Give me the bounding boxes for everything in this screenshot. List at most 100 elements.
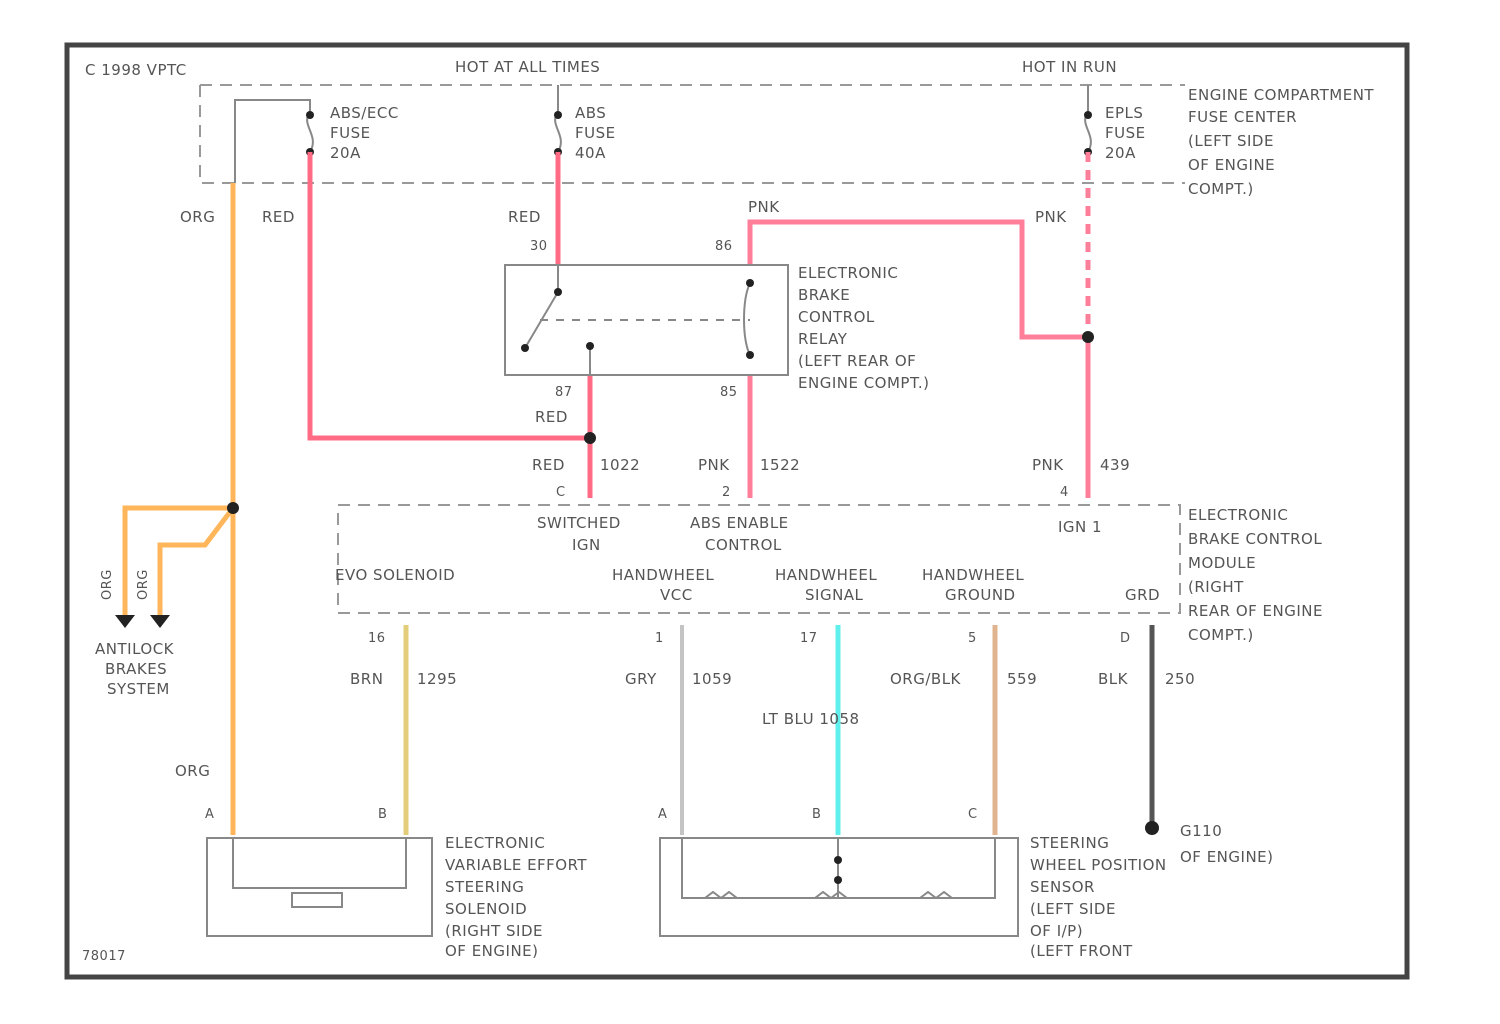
wire-label-red-4: RED [532, 456, 565, 474]
svg-text:(LEFT SIDE: (LEFT SIDE [1188, 132, 1274, 150]
wire-red-left [310, 152, 590, 438]
svg-text:ELECTRONIC: ELECTRONIC [1188, 506, 1288, 524]
wire-org-branch-2 [160, 508, 233, 615]
wire-label-org-bottom: ORG [175, 762, 210, 780]
fuse-box-label: C 1998 VPTC [85, 61, 187, 79]
svg-text:ABS/ECC: ABS/ECC [330, 104, 399, 122]
svg-text:SWITCHED: SWITCHED [537, 514, 621, 532]
svg-text:CONTROL: CONTROL [705, 536, 782, 554]
svg-text:40A: 40A [575, 144, 606, 162]
fuse-center-label: ENGINE COMPARTMENT FUSE CENTER (LEFT SID… [1188, 86, 1374, 198]
wire-label-red-1: RED [262, 208, 295, 226]
module-pin-5: 5 [968, 631, 977, 646]
ground-id: G110 [1180, 822, 1222, 840]
ground-g110-dot [1145, 821, 1159, 835]
wire-label-gry: GRY [625, 670, 657, 688]
svg-text:COMPT.): COMPT.) [1188, 180, 1254, 198]
svg-text:ANTILOCK: ANTILOCK [95, 640, 175, 658]
svg-text:OF I/P): OF I/P) [1030, 922, 1083, 940]
antilock-brakes-system-label: ANTILOCK BRAKES SYSTEM [95, 640, 175, 698]
svg-text:REAR OF ENGINE: REAR OF ENGINE [1188, 602, 1323, 620]
svg-text:STEERING: STEERING [1030, 834, 1109, 852]
wire-label-pnk-top: PNK [748, 198, 780, 216]
wire-label-circ-1295: 1295 [417, 670, 457, 688]
svg-text:FUSE: FUSE [575, 124, 616, 142]
ground-label: OF ENGINE) [1180, 848, 1274, 866]
svg-text:FUSE CENTER: FUSE CENTER [1188, 108, 1297, 126]
evo-solenoid-symbol [207, 838, 432, 936]
relay-symbol [505, 265, 788, 375]
svg-text:(LEFT REAR OF: (LEFT REAR OF [798, 352, 916, 370]
svg-text:FUSE: FUSE [1105, 124, 1146, 142]
relay-label: ELECTRONIC BRAKE CONTROL RELAY (LEFT REA… [798, 264, 929, 392]
svg-text:IGN: IGN [572, 536, 601, 554]
wire-label-lt-blu: LT BLU 1058 [762, 710, 860, 728]
svg-text:SIGNAL: SIGNAL [805, 586, 864, 604]
solenoid-pin-a: A [205, 807, 214, 822]
module-pin-d: D [1120, 631, 1131, 646]
wire-label-red-3: RED [535, 408, 568, 426]
evo-solenoid-label: ELECTRONIC VARIABLE EFFORT STEERING SOLE… [445, 834, 587, 960]
wire-label-circ-1059: 1059 [692, 670, 732, 688]
wire-label-circ-1022: 1022 [600, 456, 640, 474]
module-pin-16: 16 [368, 631, 386, 646]
epls-fuse-symbol [1084, 85, 1092, 156]
splice-pnk [1082, 331, 1094, 343]
module-grd: GRD [1125, 586, 1160, 604]
wire-label-pnk-right: PNK [1035, 208, 1067, 226]
svg-text:ELECTRONIC: ELECTRONIC [445, 834, 545, 852]
wire-label-circ-439: 439 [1100, 456, 1130, 474]
module-switched-ign: SWITCHED IGN [537, 514, 621, 554]
svg-text:GROUND: GROUND [945, 586, 1016, 604]
module-handwheel-ground: HANDWHEEL GROUND [922, 566, 1024, 604]
abs-fuse-label: ABS FUSE 40A [575, 104, 616, 162]
wire-label-org-v2: ORG [136, 569, 151, 600]
svg-text:BRAKES: BRAKES [105, 660, 167, 678]
svg-text:ENGINE COMPARTMENT: ENGINE COMPARTMENT [1188, 86, 1374, 104]
svg-text:(RIGHT: (RIGHT [1188, 578, 1244, 596]
svg-text:20A: 20A [1105, 144, 1136, 162]
module-abs-enable: ABS ENABLE CONTROL [690, 514, 789, 554]
svg-text:RELAY: RELAY [798, 330, 848, 348]
arrow-abs-2 [150, 615, 170, 628]
svg-text:VARIABLE EFFORT: VARIABLE EFFORT [445, 856, 587, 874]
wire-label-pnk-2: PNK [698, 456, 730, 474]
solenoid-pin-b: B [378, 807, 387, 822]
svg-text:EPLS: EPLS [1105, 104, 1143, 122]
wire-label-circ-559: 559 [1007, 670, 1037, 688]
abs-ecc-fuse-symbol [235, 100, 314, 183]
wire-label-org-blk: ORG/BLK [890, 670, 962, 688]
svg-text:SOLENOID: SOLENOID [445, 900, 527, 918]
svg-text:COMPT.): COMPT.) [1188, 626, 1254, 644]
abs-fuse-symbol [554, 85, 562, 156]
svg-text:HANDWHEEL: HANDWHEEL [775, 566, 877, 584]
sensor-pin-a: A [658, 807, 667, 822]
svg-text:WHEEL POSITION: WHEEL POSITION [1030, 856, 1167, 874]
module-pin-2: 2 [722, 485, 731, 500]
svg-text:ABS ENABLE: ABS ENABLE [690, 514, 789, 532]
wire-label-circ-250: 250 [1165, 670, 1195, 688]
hot-at-all-times-label: HOT AT ALL TIMES [455, 58, 600, 76]
wire-label-pnk-3: PNK [1032, 456, 1064, 474]
svg-text:BRAKE: BRAKE [798, 286, 850, 304]
svg-text:ABS: ABS [575, 104, 606, 122]
svg-text:VCC: VCC [660, 586, 693, 604]
wire-label-brn: BRN [350, 670, 383, 688]
svg-text:(LEFT SIDE: (LEFT SIDE [1030, 900, 1116, 918]
splice-red [584, 432, 596, 444]
module-pin-1: 1 [655, 631, 664, 646]
svg-text:CONTROL: CONTROL [798, 308, 875, 326]
svg-text:OF ENGINE): OF ENGINE) [445, 942, 539, 960]
module-evo-solenoid: EVO SOLENOID [335, 566, 455, 584]
sensor-pin-c: C [968, 807, 978, 822]
svg-text:OF ENGINE: OF ENGINE [1188, 156, 1275, 174]
wire-label-circ-1522: 1522 [760, 456, 800, 474]
relay-pin-85: 85 [720, 385, 738, 400]
wire-label-org: ORG [180, 208, 215, 226]
svg-text:FUSE: FUSE [330, 124, 371, 142]
epls-fuse-label: EPLS FUSE 20A [1105, 104, 1146, 162]
steering-sensor-symbol [660, 838, 1018, 936]
svg-text:HANDWHEEL: HANDWHEEL [922, 566, 1024, 584]
svg-text:BRAKE CONTROL: BRAKE CONTROL [1188, 530, 1322, 548]
svg-text:MODULE: MODULE [1188, 554, 1256, 572]
